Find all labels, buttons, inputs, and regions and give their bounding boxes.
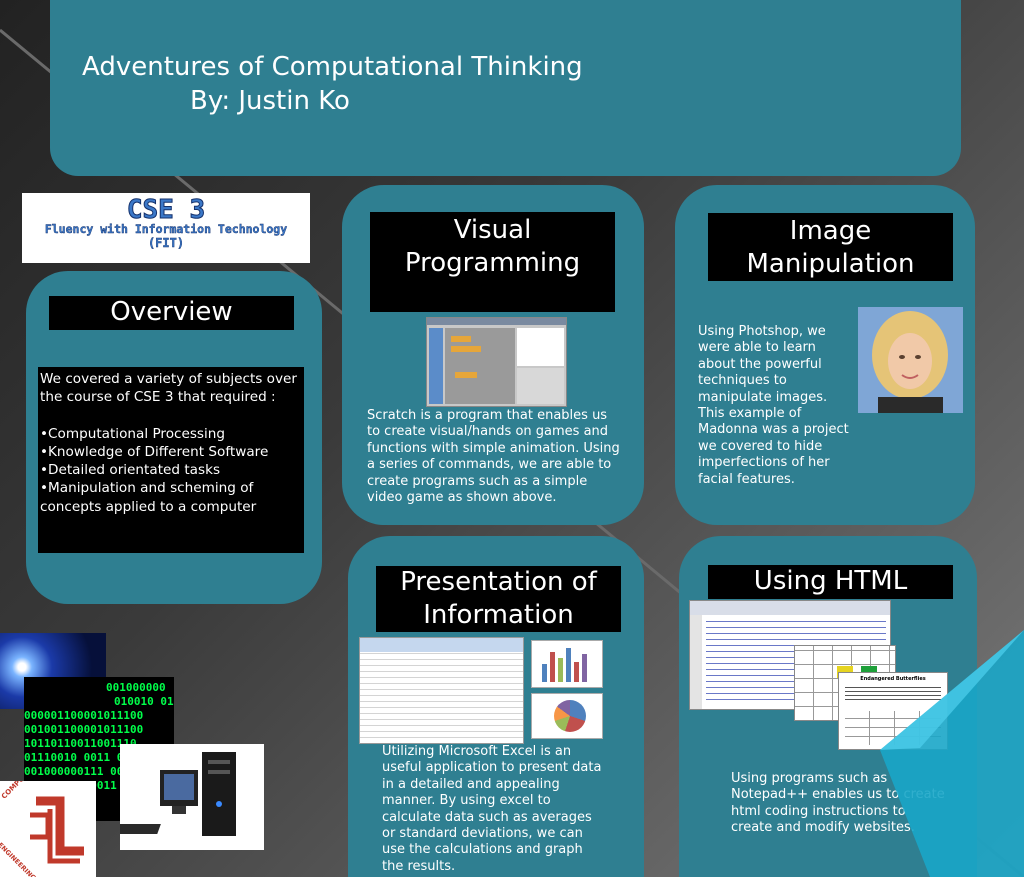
excel-screenshot (359, 637, 524, 744)
cse3-logo: CSE 3 Fluency with Information Technolog… (22, 193, 310, 263)
scratch-screenshot (426, 317, 567, 407)
presentation-text: Utilizing Microsoft Excel is an useful a… (382, 744, 602, 874)
poster-author: By: Justin Ko (190, 86, 350, 116)
poster-title: Adventures of Computational Thinking (82, 52, 583, 82)
computer-engineering-badge: COMPUTER ENGINEERING (0, 781, 96, 877)
binary-row: 000001100001011100 (24, 709, 144, 722)
logo-line-fit: Fluency with Information Technology (44, 222, 288, 236)
desktop-computer-image (120, 744, 264, 850)
overview-bullet: •Computational Processing (40, 425, 226, 442)
logo-line-fit-abbr: (FIT) (147, 236, 185, 250)
overview-intro: We covered a variety of subjects over th… (40, 371, 297, 406)
binary-row: 10110110011001110 (24, 737, 137, 750)
overview-text-box: We covered a variety of subjects over th… (38, 367, 304, 553)
webpage-title: Endangered Butterflies (860, 676, 926, 682)
pie-chart-thumbnail (531, 693, 603, 739)
presentation-heading: Presentation of Information (376, 566, 621, 632)
overview-bullet: •Manipulation and scheming of concepts a… (40, 480, 257, 515)
ce-logo-icon (30, 796, 84, 864)
image-manipulation-heading: Image Manipulation (708, 213, 953, 281)
binary-row: 001001100001011100 (24, 723, 144, 736)
portrait-illustration (872, 311, 948, 413)
overview-bullet: •Detailed orientated tasks (40, 462, 221, 479)
image-manipulation-text: Using Photshop, we were able to learn ab… (698, 324, 849, 487)
binary-row: 001000000 (106, 681, 166, 694)
binary-row: 001000000111 00 (24, 765, 124, 778)
decorative-arrow-shape (880, 630, 1024, 877)
binary-row: 010010 01 (114, 695, 174, 708)
overview-bullet: •Knowledge of Different Software (40, 443, 269, 460)
overview-heading: Overview (49, 296, 294, 330)
binary-row: 01110010 0011 001 (24, 751, 137, 764)
madonna-photo (858, 307, 963, 413)
header-panel (50, 0, 961, 176)
html-text: Using programs such as Notepad++ enables… (731, 771, 945, 836)
bar-chart-thumbnail (531, 640, 603, 688)
html-heading: Using HTML (708, 565, 953, 599)
visual-programming-heading: Visual Programming (370, 212, 615, 312)
computer-icon (120, 752, 236, 836)
visual-programming-text: Scratch is a program that enables us to … (367, 408, 620, 506)
logo-line-cse3: CSE 3 (126, 195, 206, 225)
